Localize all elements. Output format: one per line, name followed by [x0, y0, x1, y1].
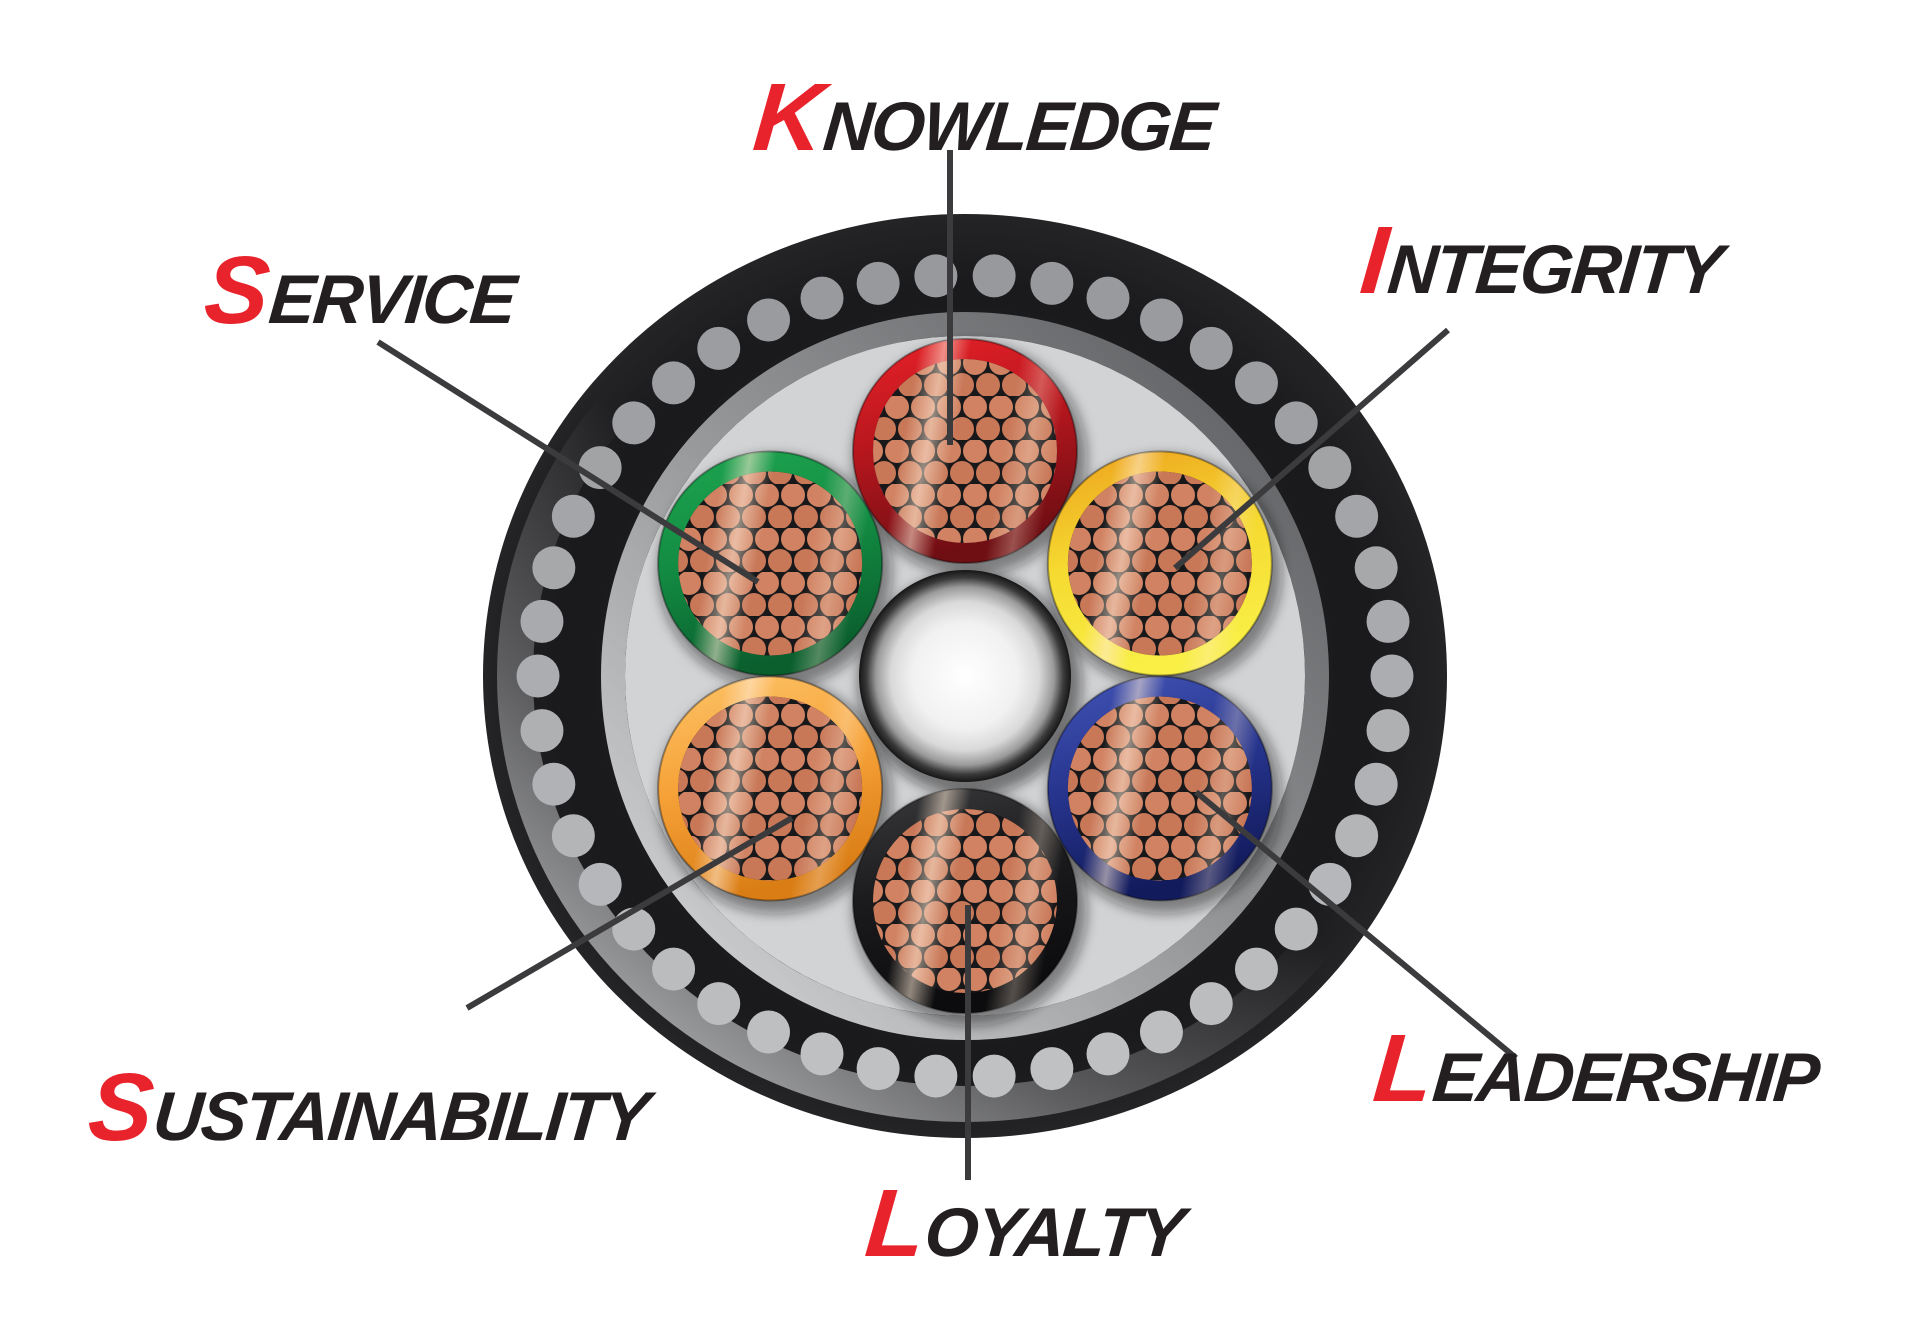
- armor-wire-dot: [1366, 709, 1410, 753]
- armor-wire-dot: [652, 361, 696, 405]
- metallic-sheen-band: [658, 676, 883, 901]
- label-service-text: ERVICE: [266, 261, 518, 338]
- armor-wire-ring: [516, 254, 1414, 1098]
- armor-wire-dot: [856, 1047, 900, 1091]
- armor-wire-dot: [914, 1054, 958, 1098]
- label-knowledge-initial: K: [749, 64, 827, 171]
- armor-wire-dot: [1086, 276, 1130, 320]
- armor-wire-dot: [1086, 1032, 1130, 1076]
- label-service-initial: S: [200, 237, 272, 344]
- label-loyalty-initial: L: [861, 1170, 928, 1277]
- armor-wire-dot: [551, 494, 595, 538]
- metallic-sheen-band: [1047, 451, 1272, 676]
- armor-wire-dot: [1189, 982, 1233, 1026]
- armor-wire-dot: [516, 654, 560, 698]
- label-sustainability-initial: S: [84, 1054, 156, 1161]
- armor-wire-dot: [972, 254, 1016, 298]
- armor-wire-dot: [578, 862, 622, 906]
- leader-line-sustainability: [465, 815, 794, 1011]
- armor-wire-dot: [1308, 446, 1352, 490]
- armor-wire-dot: [652, 947, 696, 991]
- leader-line-service: [376, 339, 760, 585]
- label-loyalty-text: OYALTY: [921, 1194, 1187, 1271]
- armor-wire-dot: [914, 254, 958, 298]
- armor-wire-dot: [532, 546, 576, 590]
- armor-wire-dot: [747, 1010, 791, 1054]
- armor-wire-dot: [1234, 947, 1278, 991]
- armor-wire-dot: [1234, 361, 1278, 405]
- label-leadership-text: EADERSHIP: [1429, 1039, 1822, 1116]
- metallic-sheen-band: [853, 339, 1077, 563]
- armor-wire-dot: [1354, 546, 1398, 590]
- conductor-yellow-integrity: [1046, 450, 1273, 677]
- leader-line-integrity: [1173, 327, 1450, 571]
- center-core: [859, 570, 1071, 782]
- label-leadership-initial: L: [1369, 1015, 1436, 1122]
- conductor-blue-leadership: [1046, 675, 1273, 902]
- armor-wire-dot: [747, 298, 791, 342]
- leader-line-leadership: [1194, 789, 1518, 1061]
- armor-wire-dot: [1366, 599, 1410, 643]
- armor-wire-dot: [697, 326, 741, 370]
- armor-wire-dot: [1189, 326, 1233, 370]
- label-knowledge-text: NOWLEDGE: [820, 88, 1218, 165]
- armor-wire-dot: [612, 907, 656, 951]
- armor-wire-dot: [1335, 494, 1379, 538]
- armor-wire-dot: [1274, 401, 1318, 445]
- conductor-black-loyalty: [852, 788, 1078, 1014]
- armor-wire-dot: [1354, 762, 1398, 806]
- conductor-red-knowledge: [852, 338, 1078, 564]
- armor-wire-dot: [697, 982, 741, 1026]
- armor-wire-dot: [856, 261, 900, 305]
- armor-wire-dot: [551, 814, 595, 858]
- metallic-sheen-band: [853, 789, 1077, 1013]
- armor-wire-dot: [1139, 298, 1183, 342]
- metallic-sheen-band: [658, 451, 883, 676]
- armor-wire-dot: [800, 276, 844, 320]
- conductor-orange-sustainability: [657, 675, 884, 902]
- armor-wire-dot: [800, 1032, 844, 1076]
- armor-wire-dot: [1370, 654, 1414, 698]
- label-sustainability-text: USTAINABILITY: [150, 1078, 651, 1155]
- armor-wire-dot: [1139, 1010, 1183, 1054]
- armor-wire-dot: [972, 1054, 1016, 1098]
- armor-wire-dot: [532, 762, 576, 806]
- armor-wire-dot: [612, 401, 656, 445]
- conductor-green-service: [657, 450, 884, 677]
- armor-wire-dot: [520, 709, 564, 753]
- armor-wire-dot: [1030, 1047, 1074, 1091]
- armor-wire-dot: [1335, 814, 1379, 858]
- metallic-sheen-band: [1047, 676, 1272, 901]
- armor-wire-dot: [1274, 907, 1318, 951]
- armor-wire-dot: [520, 599, 564, 643]
- label-integrity-text: NTEGRITY: [1384, 231, 1725, 308]
- armor-wire-dot: [1030, 261, 1074, 305]
